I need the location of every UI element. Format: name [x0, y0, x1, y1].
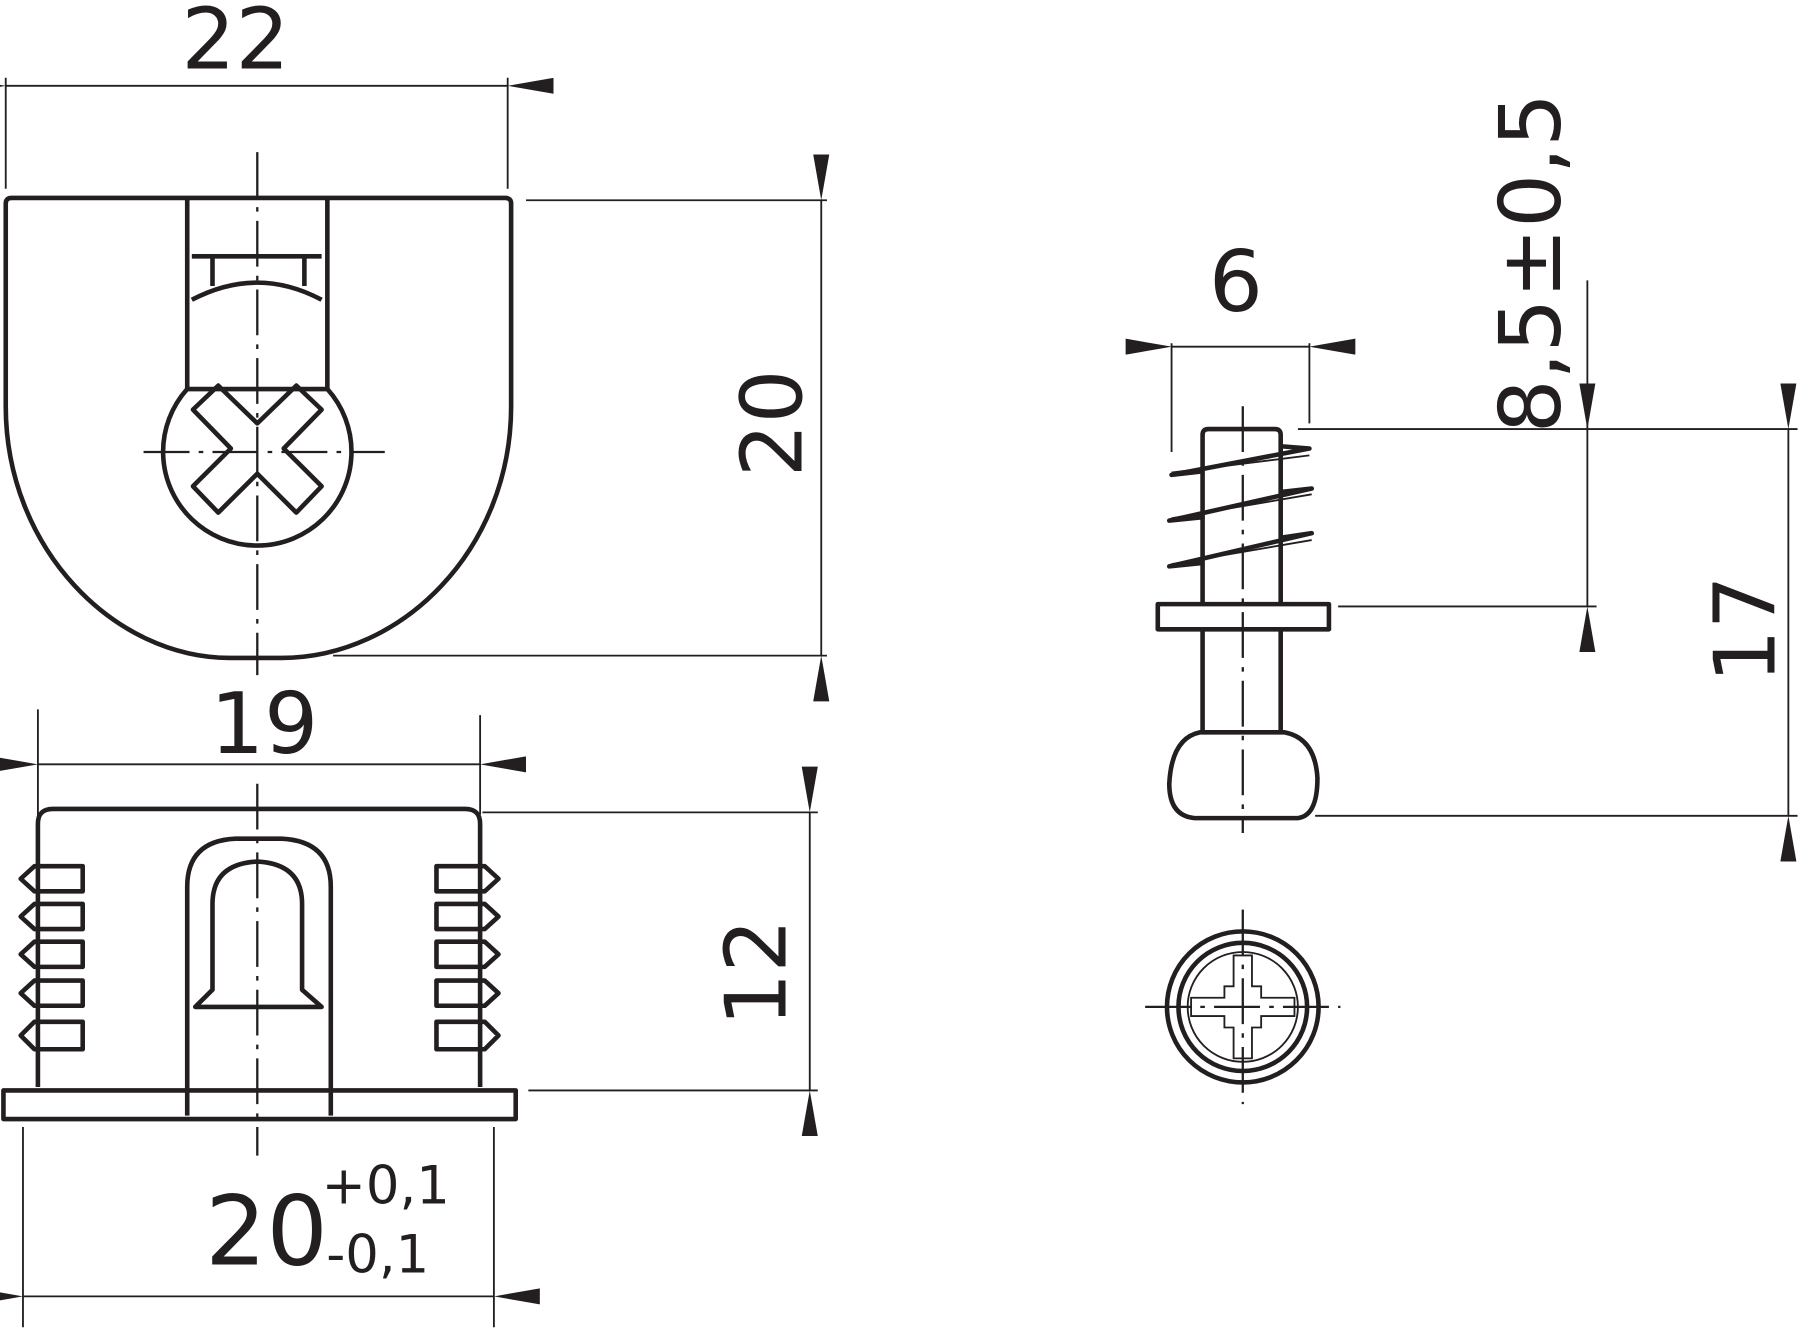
- svg-text:-0,1: -0,1: [326, 1224, 429, 1285]
- svg-text:20: 20: [205, 1176, 328, 1288]
- dimension-6: 6: [1125, 233, 1356, 452]
- svg-text:17: 17: [1696, 575, 1795, 683]
- cross-recess-icon: [190, 383, 324, 515]
- svg-text:20: 20: [724, 369, 823, 477]
- phillips-recess-icon: [1190, 954, 1296, 1060]
- screw-head-top-view: [1145, 909, 1341, 1105]
- svg-text:22: 22: [181, 0, 289, 90]
- housing-side-view: [1, 783, 519, 1156]
- svg-text:12: 12: [707, 919, 806, 1027]
- housing-top-view: [3, 152, 514, 676]
- svg-text:8,5±0,5: 8,5±0,5: [1482, 93, 1581, 433]
- svg-text:6: 6: [1209, 233, 1263, 332]
- dimension-20-toleranced: 20 +0,1 -0,1: [0, 1127, 540, 1328]
- dimension-17: 17: [1315, 383, 1798, 862]
- dimension-19: 19: [0, 675, 527, 870]
- svg-text:19: 19: [210, 675, 318, 774]
- dimension-22: 22: [0, 0, 554, 189]
- screw-side-view: [1155, 406, 1332, 833]
- dimension-20-height: 20: [333, 154, 830, 702]
- dimension-8-5: 8,5±0,5: [1297, 93, 1798, 653]
- svg-text:+0,1: +0,1: [322, 1156, 450, 1217]
- dimension-12: 12: [482, 766, 818, 1137]
